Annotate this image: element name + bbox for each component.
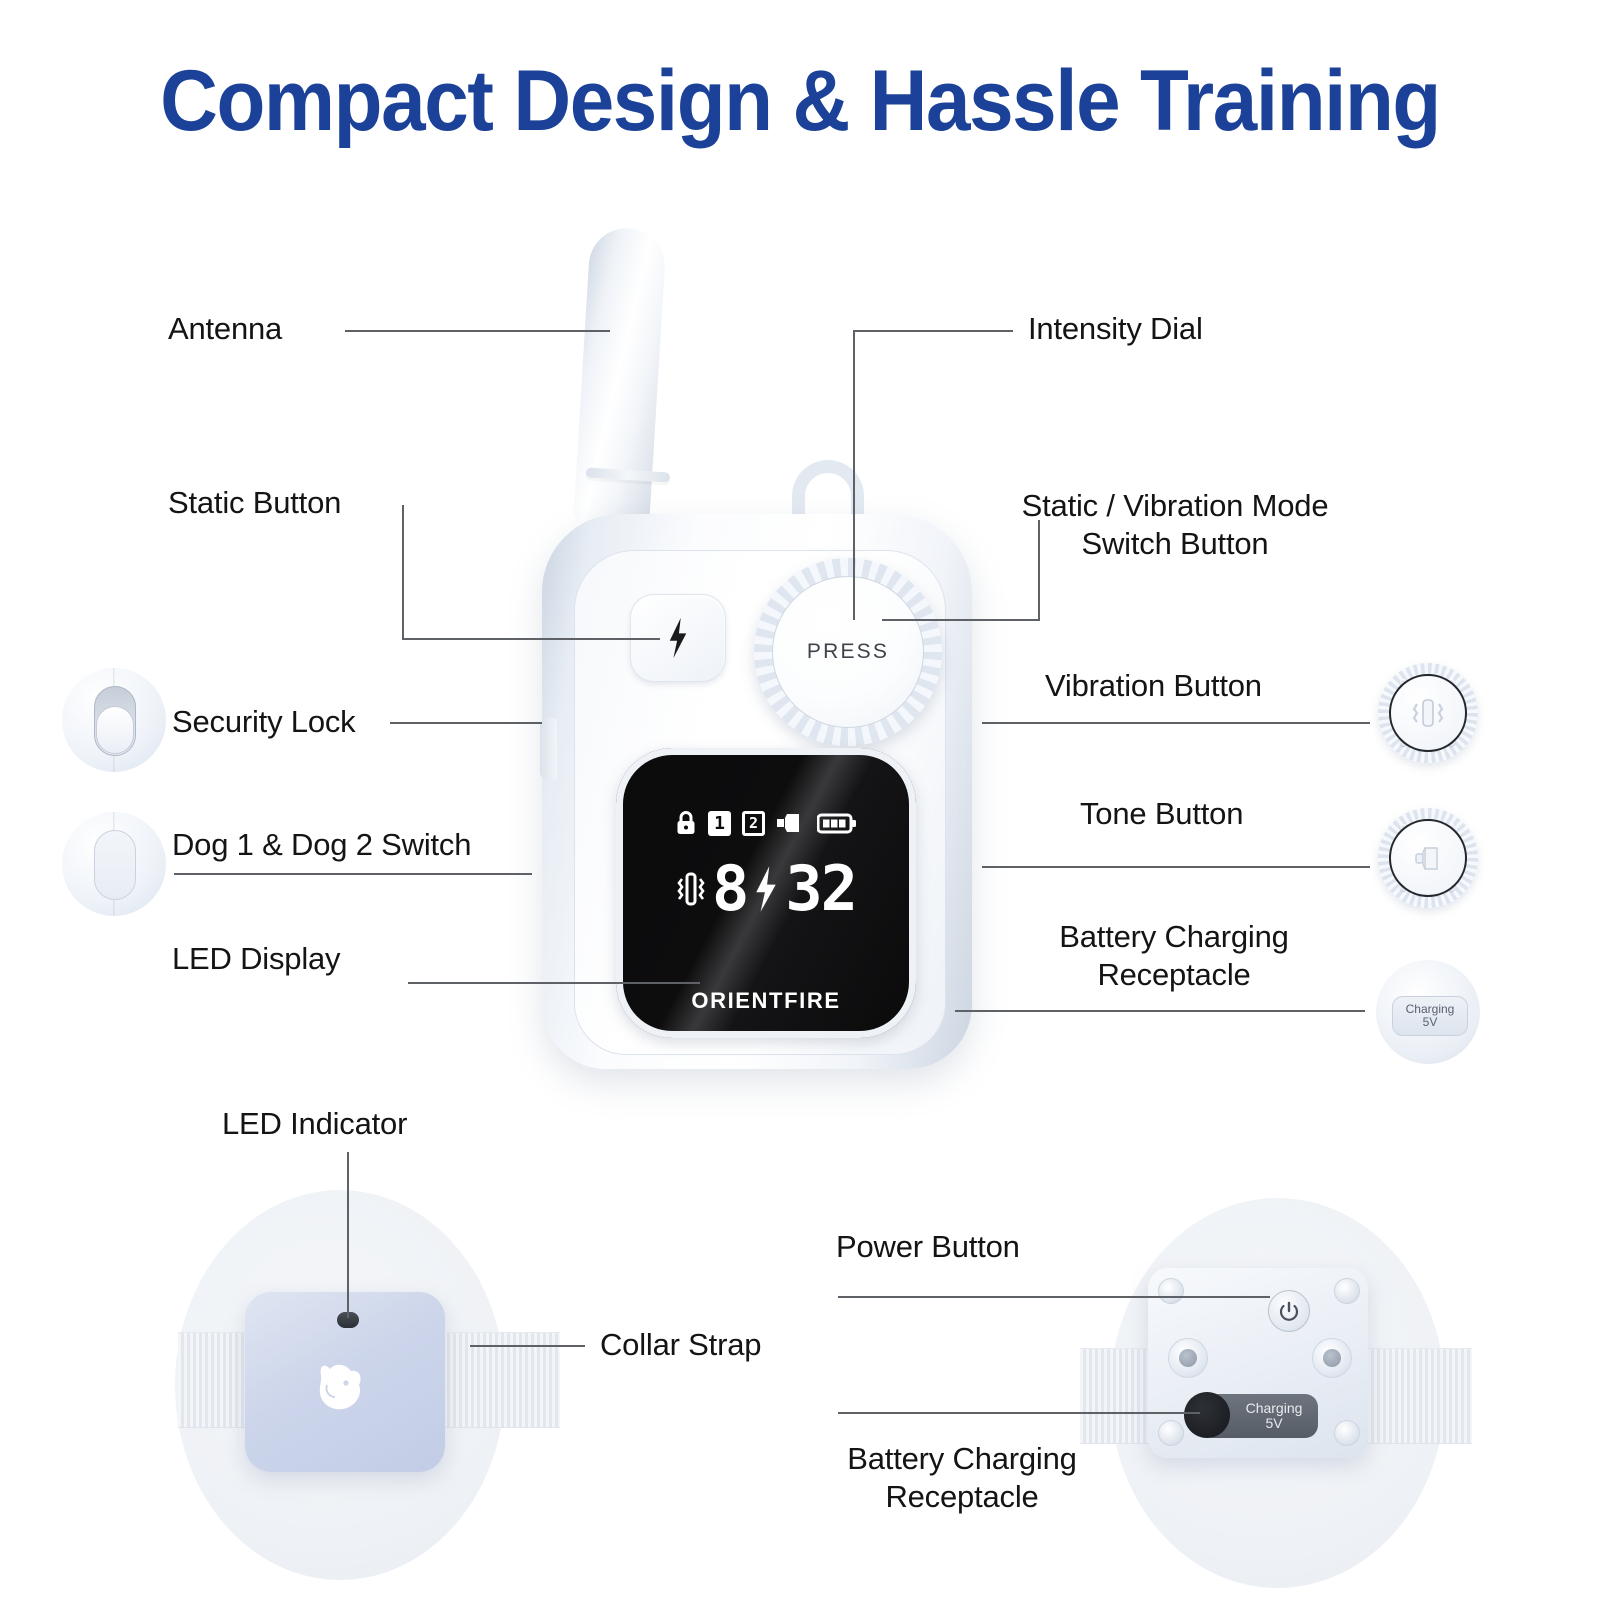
leader-collar-strap	[470, 1345, 585, 1347]
lock-icon	[677, 811, 695, 834]
dog-head-icon	[319, 1364, 361, 1410]
leader-intensity-h	[853, 330, 1013, 332]
lightning-bolt-icon	[756, 866, 777, 912]
callout-power-button: Power Button	[836, 1229, 1020, 1264]
charging-label-line1: Charging	[1405, 1002, 1455, 1017]
charging-back-line1: Charging	[1245, 1400, 1303, 1417]
intensity-dial[interactable]: PRESS	[772, 576, 924, 728]
leader-intensity-v	[853, 330, 855, 620]
security-lock-switch[interactable]	[540, 718, 557, 780]
callout-intensity-dial: Intensity Dial	[1028, 311, 1203, 346]
callout-security-lock: Security Lock	[172, 704, 356, 739]
brand-wordmark: ORIENTFIRE	[691, 988, 841, 1013]
callout-battery-receptacle-collar: Battery Charging Receptacle	[847, 1441, 1077, 1515]
vibration-icon	[1412, 699, 1444, 727]
charging-rubber-plug[interactable]	[1184, 1392, 1230, 1438]
leader-power-button	[838, 1296, 1270, 1298]
callout-vibration-button: Vibration Button	[1045, 668, 1262, 703]
power-button[interactable]	[1268, 1290, 1310, 1332]
callout-led-indicator: LED Indicator	[222, 1106, 408, 1141]
remote-transmitter: PRESS 1 2	[520, 225, 1000, 1078]
leader-tone	[982, 866, 1370, 868]
display-level-row: 8 32	[616, 858, 916, 920]
leader-mode-v	[1038, 520, 1040, 620]
contact-prong-left	[1168, 1338, 1208, 1378]
page-title: Compact Design & Hassle Training	[160, 53, 1441, 149]
leader-security-lock	[390, 722, 542, 724]
led-display: 1 2	[616, 748, 916, 1038]
callout-antenna: Antenna	[168, 311, 283, 346]
leader-mode-h	[882, 619, 1040, 621]
dog-switch-thumbnail	[62, 812, 166, 916]
leader-battery-collar	[838, 1412, 1200, 1414]
display-status-row: 1 2	[616, 810, 916, 836]
speaker-icon	[777, 814, 799, 832]
screw-top-left	[1158, 1278, 1184, 1304]
antenna	[572, 225, 668, 531]
callout-static-button: Static Button	[168, 485, 342, 520]
dog-channel-2-indicator: 2	[742, 810, 765, 836]
leader-antenna	[345, 330, 610, 332]
vibration-level-value: 8	[712, 852, 749, 925]
leader-static-button-v	[402, 505, 404, 639]
leader-led-display	[408, 982, 700, 984]
security-lock-thumbnail	[62, 668, 166, 772]
screw-bottom-left	[1158, 1420, 1184, 1446]
screw-top-right	[1334, 1278, 1360, 1304]
lightning-bolt-icon	[669, 617, 687, 659]
charging-port-thumbnail: Charging 5V	[1376, 960, 1480, 1064]
screw-bottom-right	[1334, 1420, 1360, 1446]
leader-battery-remote	[955, 1010, 1365, 1012]
callout-battery-receptacle-remote: Battery Charging Receptacle	[1059, 919, 1289, 993]
charging-back-line2: 5V	[1265, 1415, 1283, 1431]
vibration-icon	[677, 872, 705, 906]
leader-static-button-h	[402, 638, 660, 640]
power-icon	[1279, 1301, 1299, 1321]
leader-dog-switch	[174, 873, 532, 875]
speaker-icon	[1415, 847, 1438, 870]
tone-button-thumbnail[interactable]	[1378, 808, 1478, 908]
battery-icon	[817, 813, 856, 833]
dial-label: PRESS	[806, 640, 890, 663]
callout-led-display: LED Display	[172, 941, 341, 976]
vibration-button-thumbnail[interactable]	[1378, 663, 1478, 763]
callout-tone-button: Tone Button	[1080, 796, 1244, 831]
led-indicator-dot	[337, 1312, 359, 1328]
leader-led-indicator	[347, 1152, 349, 1318]
charging-label-line2: 5V	[1422, 1015, 1438, 1029]
callout-collar-strap: Collar Strap	[600, 1327, 762, 1362]
callout-mode-switch: Static / Vibration Mode Switch Button	[1021, 488, 1329, 562]
contact-prong-right	[1312, 1338, 1352, 1378]
static-level-value: 32	[785, 852, 858, 925]
callout-dog-switch: Dog 1 & Dog 2 Switch	[172, 827, 472, 862]
dog-channel-1-indicator: 1	[708, 810, 731, 836]
leader-vibration	[982, 722, 1370, 724]
